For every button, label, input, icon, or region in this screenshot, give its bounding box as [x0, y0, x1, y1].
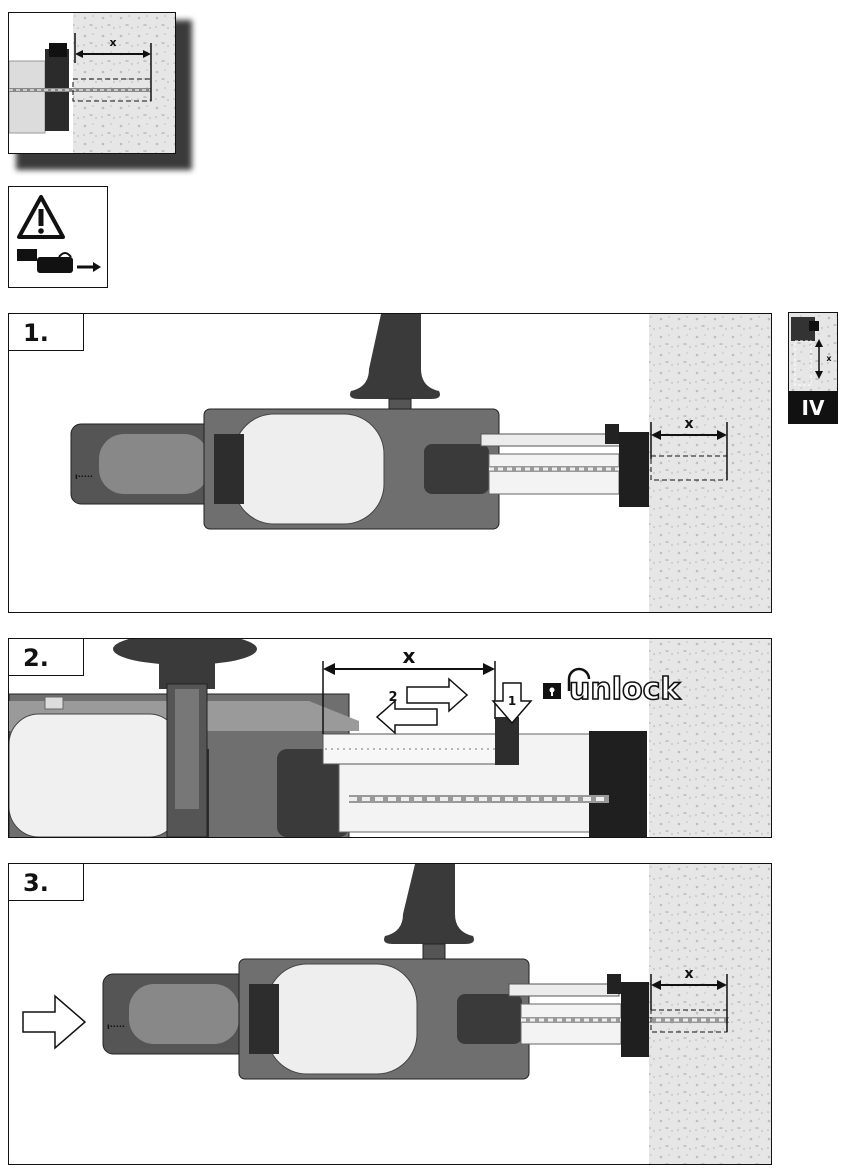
unlock-text: unlock — [569, 672, 681, 707]
inset-depth-detail: x — [8, 12, 176, 154]
step-1-dimension-label: x — [684, 416, 693, 432]
arrow-right-icon — [77, 262, 101, 272]
arrow-2-label: 2 — [388, 690, 397, 705]
attachment-icon — [17, 249, 73, 273]
press-down-arrow-icon — [491, 682, 533, 725]
slide-arrows-icon — [375, 677, 469, 735]
step-3-illustration: ı····· x — [22, 864, 771, 1164]
warning-triangle-icon — [17, 195, 65, 239]
badge-label: IV — [802, 396, 825, 420]
step-2-dimension-label: x — [403, 644, 416, 668]
depth-gauge-ruler — [322, 717, 519, 765]
warning-box — [8, 186, 108, 288]
arrow-1-label: 1 — [508, 694, 516, 708]
push-arrow-icon — [22, 994, 87, 1050]
step-3-dimension-label: x — [684, 966, 693, 982]
inset-dimension-label: x — [109, 36, 116, 49]
svg-text:ı·····: ı····· — [75, 472, 93, 481]
side-badge: x IV — [788, 312, 838, 424]
lock-icon — [543, 667, 591, 699]
step-1-panel: ı····· x 1. — [8, 313, 772, 613]
step-1-illustration: ı····· x — [70, 314, 771, 612]
badge-dimension-label: x — [826, 354, 832, 363]
step-1-label: 1. — [9, 314, 84, 351]
step-3-panel: ı····· x 3. — [8, 863, 772, 1165]
step-2-panel: x 2 1 unlock 2. — [8, 638, 772, 838]
step-3-label: 3. — [9, 864, 84, 901]
rotary-hammer-drill: ı····· — [70, 408, 622, 530]
step-2-illustration: x 2 1 unlock — [9, 639, 771, 837]
rotary-hammer-drill-closeup — [9, 693, 647, 837]
inset-illustration: x — [9, 13, 175, 153]
svg-text:ı·····: ı····· — [107, 1022, 125, 1031]
side-handle — [113, 639, 257, 837]
rotary-hammer-drill: ı····· — [102, 958, 622, 1080]
step-2-label: 2. — [9, 639, 84, 676]
